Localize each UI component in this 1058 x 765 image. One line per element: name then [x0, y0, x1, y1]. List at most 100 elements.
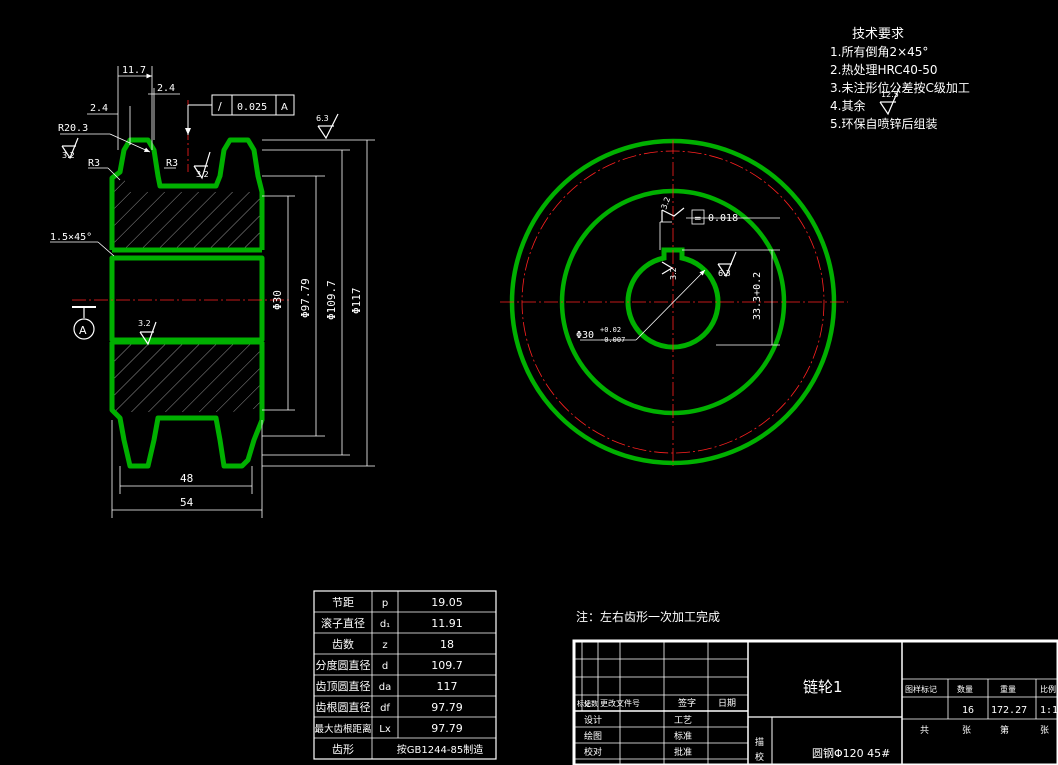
roughness-value: 3.2: [138, 319, 151, 328]
param-value: 11.91: [431, 617, 463, 630]
dim-2-4-top: 2.4: [157, 83, 175, 94]
runout-value: 0.025: [237, 102, 267, 113]
dim-width-54: 54: [180, 496, 194, 509]
tb-value-scale: 1:1: [1040, 705, 1058, 716]
tech-requirements: 技术要求 1.所有倒角2×45° 2.热处理HRC40-50 3.未注形位公差按…: [830, 27, 970, 131]
tb-label-count: 处数: [584, 699, 598, 708]
param-name: 齿根圆直径: [316, 700, 371, 714]
tb-sheet-label: 共: [920, 725, 929, 736]
runout-frame: [185, 94, 295, 135]
tb-header: 图样标记: [905, 684, 937, 694]
tb-header: 比例: [1040, 684, 1056, 694]
param-symbol: Lx: [379, 724, 391, 735]
dim-dia-117: Φ117: [350, 288, 363, 315]
symmetry-frame: [691, 209, 705, 225]
dim-r3-left: R3: [88, 158, 100, 169]
param-name: 齿形: [332, 743, 354, 756]
part-name: 链轮1: [803, 678, 843, 696]
tech-req-title: 技术要求: [852, 27, 904, 42]
param-value: 19.05: [431, 596, 463, 609]
sprocket-upper-profile: [109, 137, 265, 250]
param-symbol: df: [380, 703, 390, 714]
tb-label-standard: 标准: [674, 730, 692, 742]
dim-2-4-left: 2.4: [90, 103, 108, 114]
roughness-value: 3.2: [62, 151, 75, 160]
tb-sheet-label: 张: [962, 725, 971, 736]
keyway-depth: 33.3+0.2: [752, 272, 763, 320]
tb-label-sign: 签字: [678, 697, 696, 709]
roughness-value: 3.2: [196, 170, 209, 179]
bore-dia: Φ30: [576, 330, 594, 341]
bore-with-keyway: [625, 247, 721, 350]
roughness-value: 6.3: [316, 114, 329, 123]
tb-value-weight: 172.27: [991, 705, 1027, 716]
tech-req-item: 5.环保自喷锌后组装: [830, 117, 937, 131]
hatch-lower: [112, 342, 260, 412]
other-roughness-value: 12.5: [881, 90, 899, 99]
tb-label-craft: 工艺: [674, 715, 692, 726]
param-name: 齿数: [332, 638, 354, 651]
dim-r20-3: R20.3: [58, 123, 88, 134]
param-value: 按GB1244-85制造: [397, 743, 483, 756]
param-symbol: da: [379, 682, 391, 693]
dim-r3-right: R3: [166, 158, 178, 169]
param-name: 最大齿根距离: [314, 723, 371, 735]
tech-req-item: 4.其余: [830, 98, 865, 113]
param-name: 节距: [332, 596, 354, 609]
param-value: 97.79: [431, 701, 463, 714]
runout-symbol-icon: /: [218, 100, 222, 113]
tb-label-date: 日期: [718, 698, 736, 709]
param-symbol: p: [382, 598, 388, 609]
roughness-value: 6.3: [718, 269, 731, 278]
dim-width-48: 48: [180, 472, 193, 485]
symmetry-symbol-icon: =: [694, 214, 702, 224]
roughness-symbol-icon: 12.5: [879, 85, 901, 116]
roughness-icon: [139, 321, 157, 346]
dim-chamfer: 1.5×45°: [50, 232, 92, 243]
tb-label-design: 设计: [584, 714, 602, 726]
title-block: 标记 处数 更改文件号 签字 日期 设计 绘图 校对 工艺 标准 批准 链轮1 …: [572, 639, 1058, 765]
tb-label-check: 校对: [584, 746, 602, 758]
roughness-value: 3.2: [669, 267, 678, 280]
param-symbol: d₁: [380, 619, 390, 630]
dim-11-7: 11.7: [122, 65, 146, 76]
bore-tol-upper: +0.02: [600, 326, 621, 334]
bore-rect: [109, 255, 265, 343]
tb-value-qty: 16: [962, 705, 974, 716]
param-value: 109.7: [431, 659, 463, 672]
roughness-value: 3.2: [659, 196, 672, 211]
note-text: 注：左右齿形一次加工完成: [576, 609, 720, 624]
param-value: 18: [440, 638, 454, 651]
tb-sheet-label: 张: [1040, 725, 1049, 736]
dim-dia-30: Φ30: [271, 290, 284, 310]
param-value: 97.79: [431, 722, 463, 735]
roughness-icon: [317, 113, 339, 140]
tb-label-marks: 标记: [577, 699, 591, 708]
tb-sheet-label: 第: [1000, 724, 1009, 736]
tb-header: 数量: [957, 684, 973, 694]
param-symbol: z: [382, 640, 387, 651]
dim-dia-109: Φ109.7: [325, 280, 338, 320]
roughness-icon: [717, 251, 737, 278]
datum-a-label: A: [79, 324, 87, 337]
bore-tol-lower: -0.007: [600, 336, 625, 344]
sprocket-lower-profile: [109, 342, 265, 469]
runout-datum: A: [281, 102, 288, 113]
tech-req-item: 2.热处理HRC40-50: [830, 63, 937, 77]
tb-side-label: 描: [755, 736, 764, 748]
param-value: 117: [437, 680, 458, 693]
material: 圆钢Φ120 45#: [812, 747, 890, 760]
tb-label-draw: 绘图: [584, 730, 602, 742]
param-name: 齿顶圆直径: [316, 679, 371, 693]
dim-dia-97: Φ97.79: [299, 278, 312, 318]
datum-a-marker: A: [72, 306, 96, 340]
param-name: 滚子直径: [321, 616, 365, 630]
tb-header: 重量: [1000, 684, 1016, 694]
roughness-icon: [193, 151, 211, 180]
tb-side-label: 校: [755, 751, 764, 763]
roughness-icon: [661, 207, 685, 217]
param-symbol: d: [382, 661, 388, 672]
tb-label-file: 更改文件号: [600, 698, 640, 708]
